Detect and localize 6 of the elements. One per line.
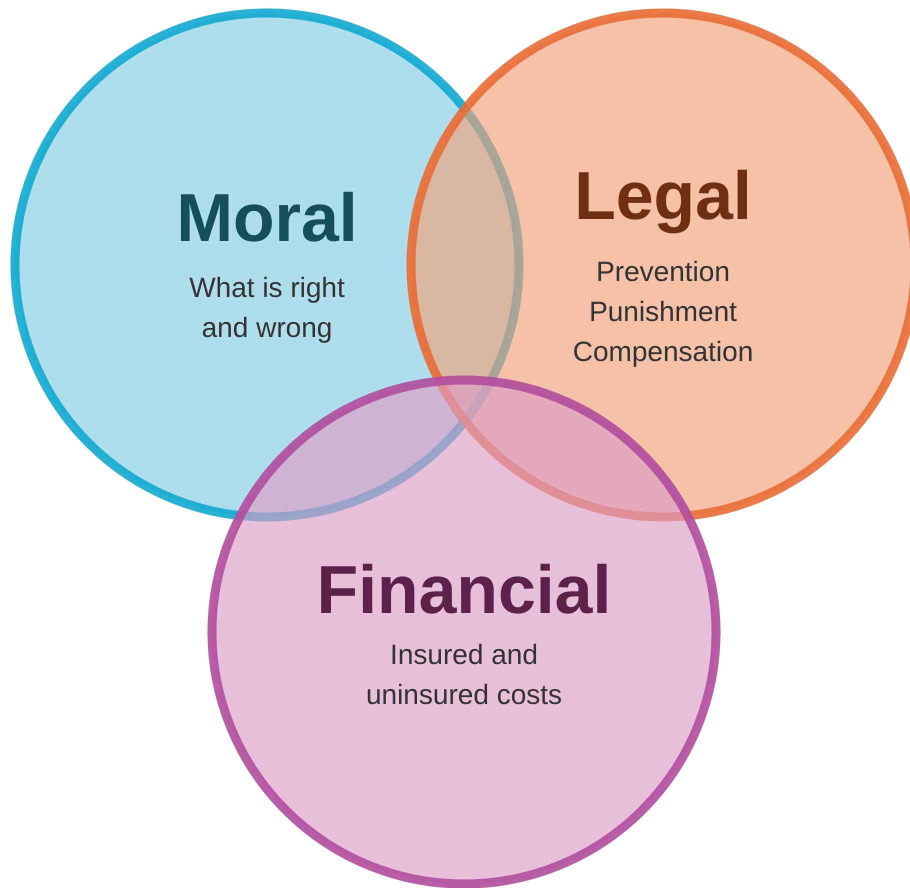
description-text: What is right and wrong <box>188 271 346 345</box>
description-text: Insured and uninsured costs <box>364 638 564 712</box>
circle-heading: Financial <box>316 552 612 628</box>
circle-heading: Legal <box>574 158 752 234</box>
circle-heading: Moral <box>176 180 358 256</box>
description-text: Prevention Punishment Compensation <box>572 255 754 369</box>
